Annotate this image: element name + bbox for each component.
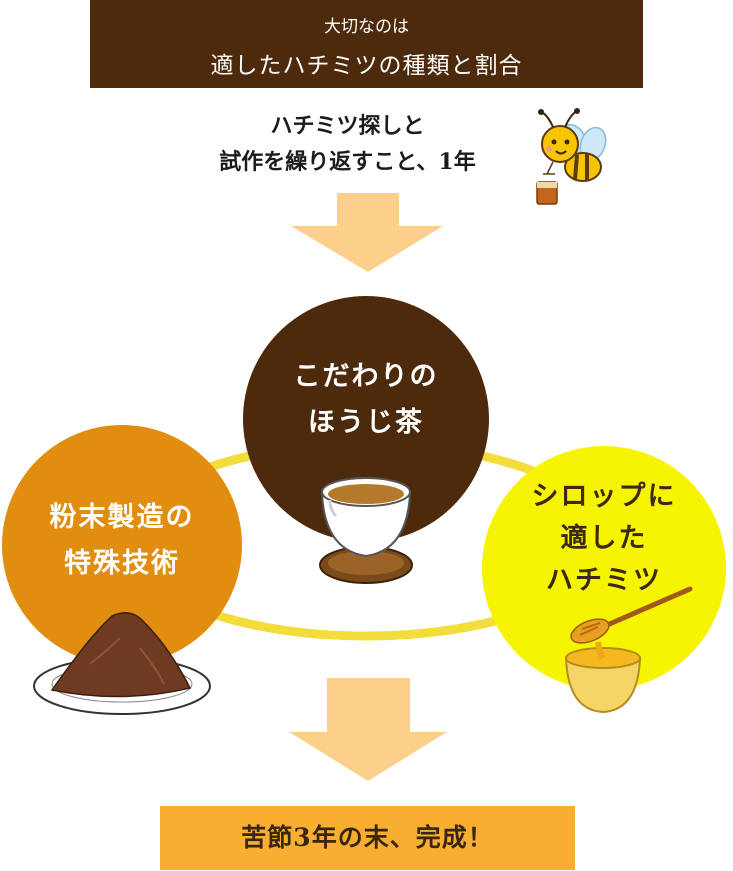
header-title: 適したハチミツの種類と割合 <box>210 53 523 79</box>
powder-plate-icon <box>33 612 211 715</box>
powder-label-line-1: 粉末製造の <box>49 502 195 533</box>
honey-bowl-icon <box>564 641 642 714</box>
completion-banner: 苦節3年の末、完成！ <box>160 806 575 870</box>
bee-icon <box>536 108 607 205</box>
powder-label-line-2: 特殊技術 <box>64 548 180 579</box>
down-arrow-icon <box>291 193 443 272</box>
tea-label-line-2: ほうじ茶 <box>308 407 424 438</box>
down-arrow-icon <box>289 678 447 781</box>
honey-label-line-1: シロップに <box>531 481 677 512</box>
intro-line-1: ハチミツ探しと <box>270 113 425 139</box>
honey-circle: シロップに 適した ハチミツ <box>482 446 726 690</box>
tea-circle: こだわりの ほうじ茶 <box>243 296 489 542</box>
honey-dipper-icon <box>570 586 693 644</box>
header-subtitle: 大切なのは <box>324 17 409 37</box>
honey-label-line-3: ハチミツ <box>546 565 662 596</box>
header-banner: 大切なのは 適したハチミツの種類と割合 <box>90 0 643 88</box>
teacup-icon <box>319 477 413 584</box>
intro-text: ハチミツ探しと 試作を繰り返すこと、1年 <box>160 108 535 180</box>
tea-label-line-1: こだわりの <box>293 361 439 392</box>
honey-label-line-2: 適した <box>560 523 648 554</box>
intro-line-2: 試作を繰り返すこと、1年 <box>219 149 476 175</box>
